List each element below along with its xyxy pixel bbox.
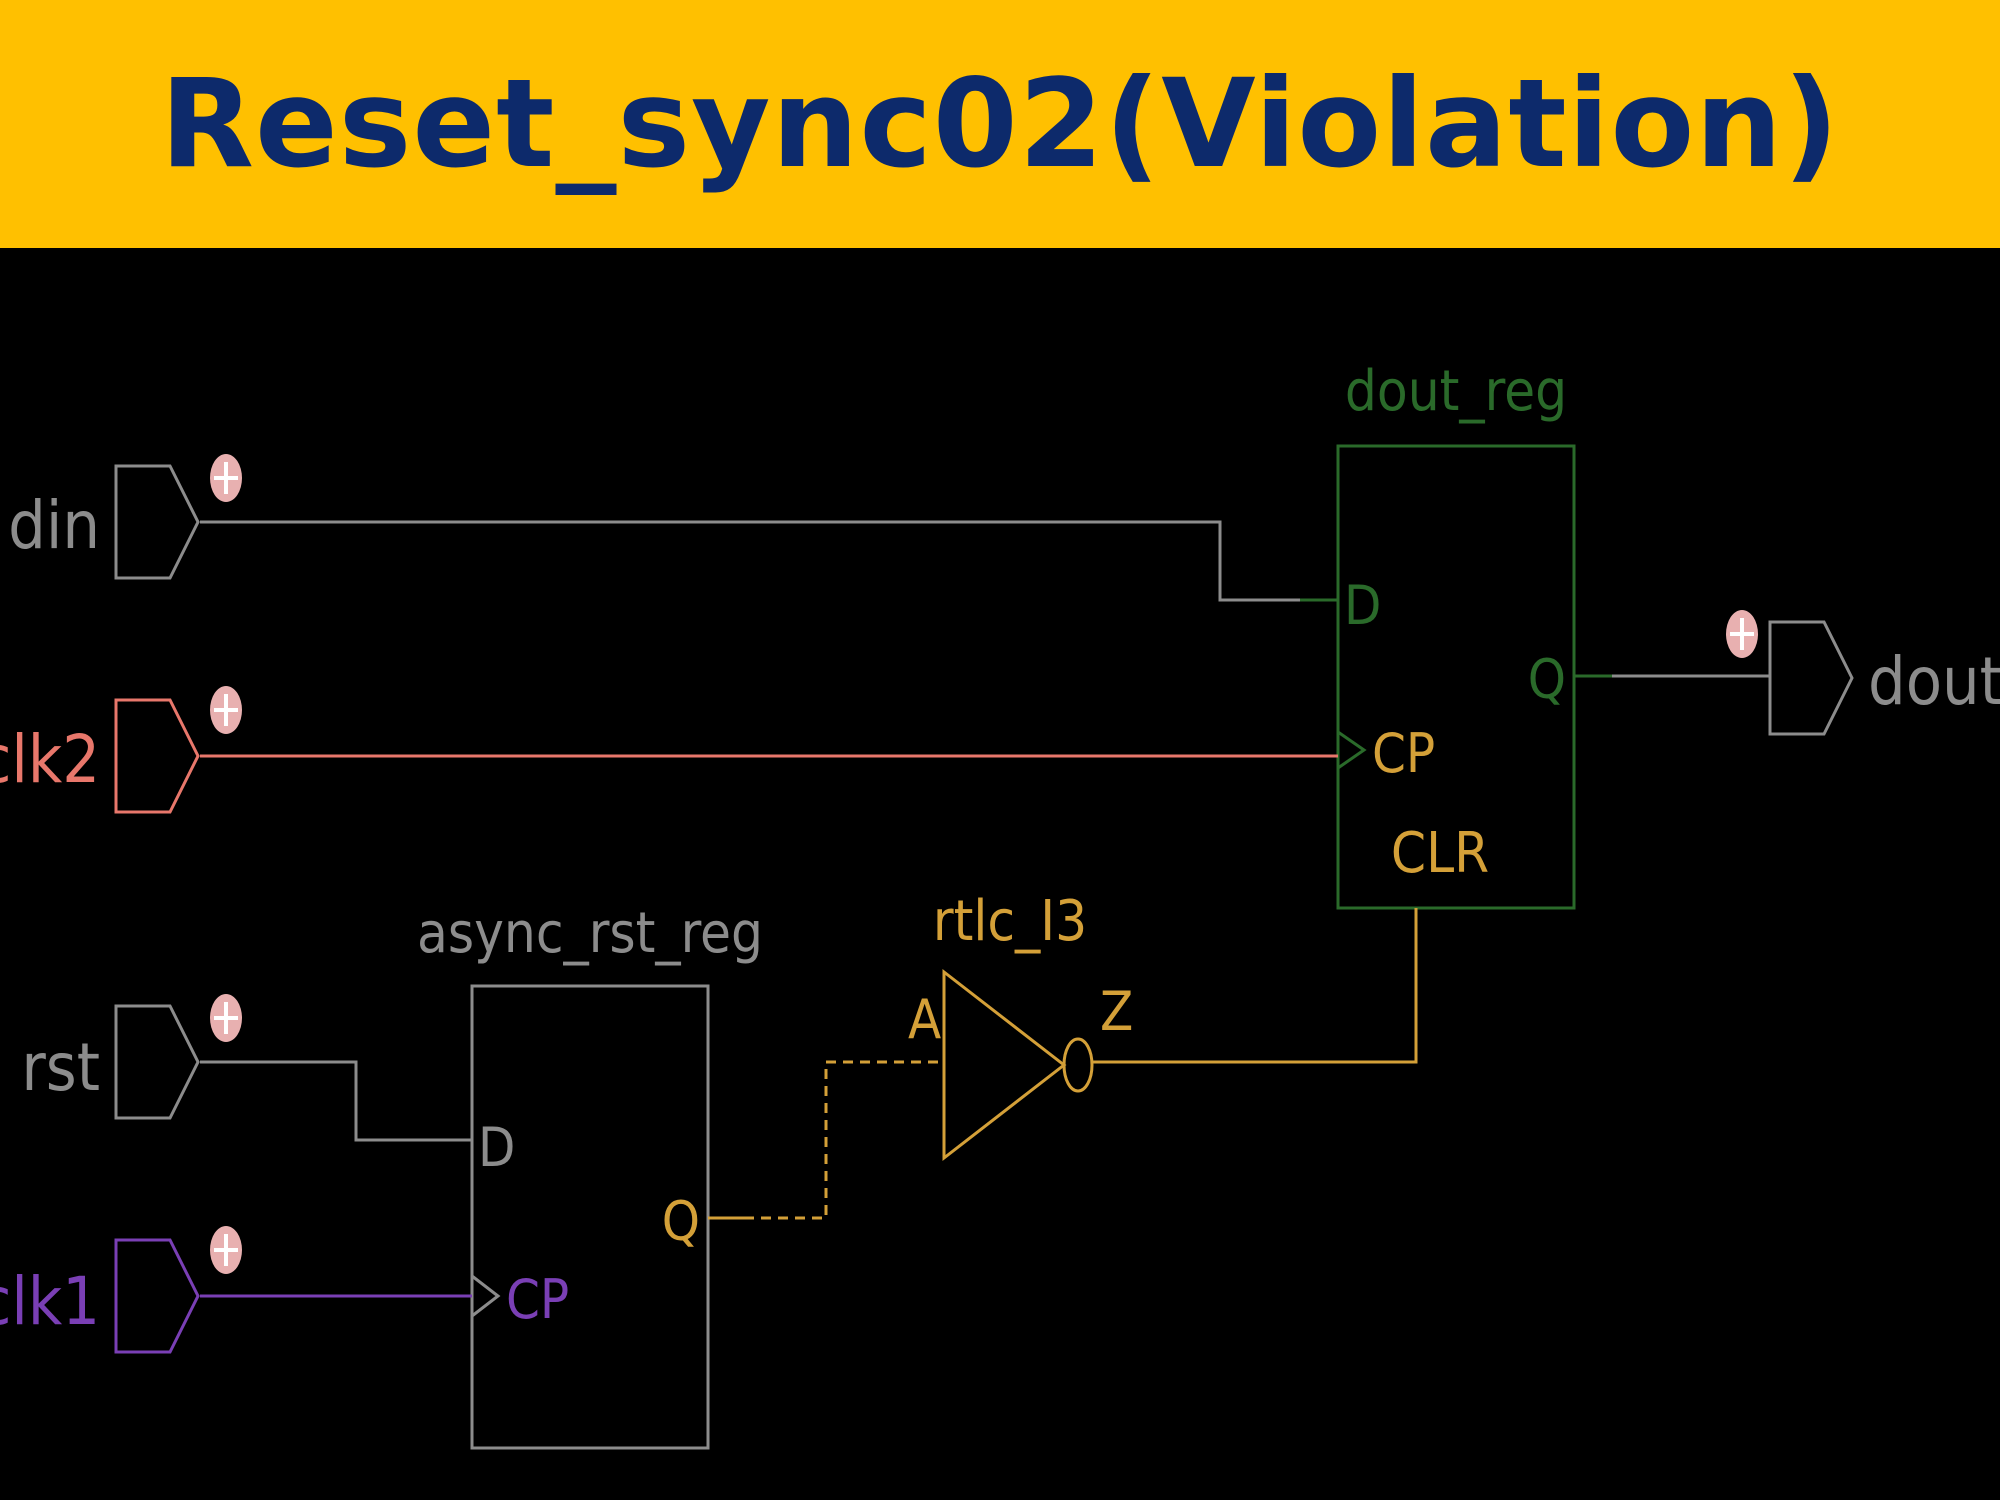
dout-reg-pin-q: Q <box>1528 648 1566 711</box>
port-din-shape <box>114 464 200 580</box>
port-din[interactable]: din <box>8 454 242 580</box>
async-rst-reg-block[interactable]: async_rst_reg D CP Q <box>417 901 763 1450</box>
async-rst-reg-pin-q: Q <box>662 1190 700 1253</box>
page-title: Reset_sync02(Violation) <box>160 53 1840 195</box>
dout-reg-name: dout_reg <box>1345 359 1567 424</box>
inverter-pin-a: A <box>908 988 941 1051</box>
wire-rst <box>200 1060 472 1142</box>
wire-z-to-clr <box>1092 908 1418 1064</box>
async-rst-reg-pin-d: D <box>478 1116 515 1179</box>
port-clk2-shape <box>114 698 200 814</box>
dout-reg-block[interactable]: dout_reg D CP CLR Q <box>1336 359 1576 910</box>
dout-reg-clock-triangle <box>1337 730 1367 770</box>
port-clk1-label: clk1 <box>0 1263 100 1340</box>
dout-reg-pin-d: D <box>1344 574 1381 637</box>
async-rst-reg-name: async_rst_reg <box>417 901 763 966</box>
inverter-rtlc-i3[interactable]: rtlc_I3 A Z <box>908 889 1133 1162</box>
port-dout-marker-icon <box>1726 610 1758 658</box>
wire-q-to-a-dashed <box>744 1060 944 1220</box>
port-clk1-marker-icon <box>210 1226 242 1274</box>
async-rst-reg-clock-triangle <box>471 1274 501 1318</box>
schematic-canvas: dout_reg D CP CLR Q async_rst_reg D CP Q… <box>0 359 2000 1450</box>
title-banner: Reset_sync02(Violation) <box>0 0 2000 248</box>
port-dout-shape <box>1768 620 1854 736</box>
port-rst-label: rst <box>21 1029 100 1106</box>
port-din-label: din <box>8 487 100 564</box>
inverter-bubble <box>1062 1037 1094 1093</box>
port-clk2-marker-icon <box>210 686 242 734</box>
port-clk2-label: clk2 <box>0 721 100 798</box>
port-rst-shape <box>114 1004 200 1120</box>
inverter-triangle <box>942 968 1067 1162</box>
port-dout[interactable]: dout <box>1726 610 2000 736</box>
port-rst-marker-icon <box>210 994 242 1042</box>
port-dout-label: dout <box>1868 643 2000 720</box>
port-din-marker-icon <box>210 454 242 502</box>
port-clk2[interactable]: clk2 <box>0 686 242 814</box>
port-clk1-shape <box>114 1238 200 1354</box>
inverter-pin-z: Z <box>1100 980 1133 1043</box>
port-rst[interactable]: rst <box>21 994 242 1120</box>
inverter-name: rtlc_I3 <box>933 889 1087 954</box>
dout-reg-pin-clr: CLR <box>1391 821 1489 886</box>
port-clk1[interactable]: clk1 <box>0 1226 242 1354</box>
dout-reg-pin-cp: CP <box>1372 722 1435 785</box>
async-rst-reg-pin-cp: CP <box>506 1268 569 1331</box>
wire-din <box>200 520 1300 602</box>
